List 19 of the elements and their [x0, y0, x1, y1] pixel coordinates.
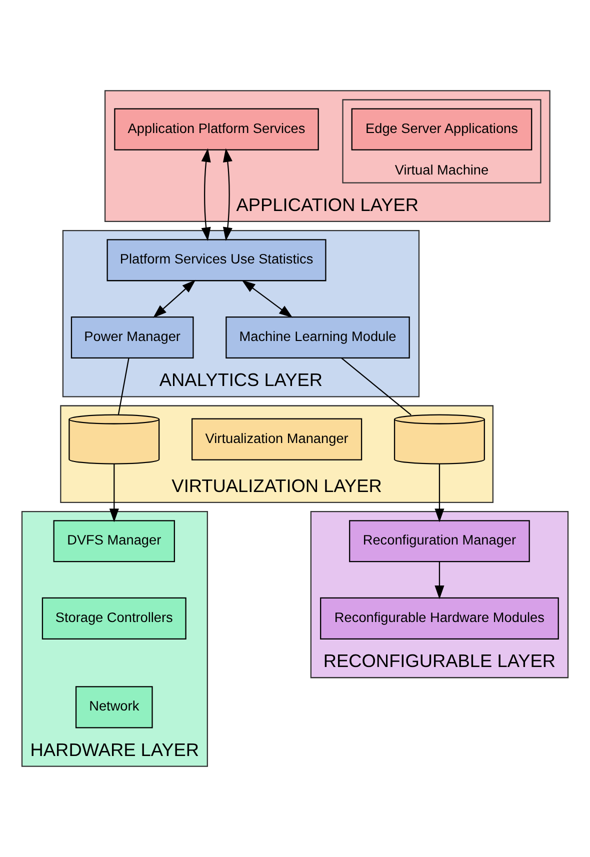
node-box: Storage Controllers	[42, 597, 186, 640]
node-box: Network	[75, 686, 153, 728]
node-box: Reconfiguration Manager	[349, 520, 530, 562]
arrow	[201, 148, 211, 242]
node-box: Power Manager	[70, 316, 194, 359]
connector	[118, 358, 130, 415]
node-box: Application Platform Services	[114, 108, 319, 150]
node-box: DVFS Manager	[53, 520, 175, 562]
node-box: Machine Learning Module	[226, 316, 410, 359]
node-box: Virtualization Mananger	[191, 418, 362, 460]
arrow	[109, 464, 119, 522]
arrow	[242, 280, 293, 318]
node-box: Platform Services Use Statistics	[106, 239, 326, 282]
arrow	[153, 280, 196, 318]
arrow	[434, 562, 444, 600]
node-box: Edge Server Applications	[351, 108, 532, 150]
arrow	[434, 464, 444, 522]
arrow	[222, 148, 232, 242]
node-box: Reconfigurable Hardware Modules	[320, 597, 559, 640]
